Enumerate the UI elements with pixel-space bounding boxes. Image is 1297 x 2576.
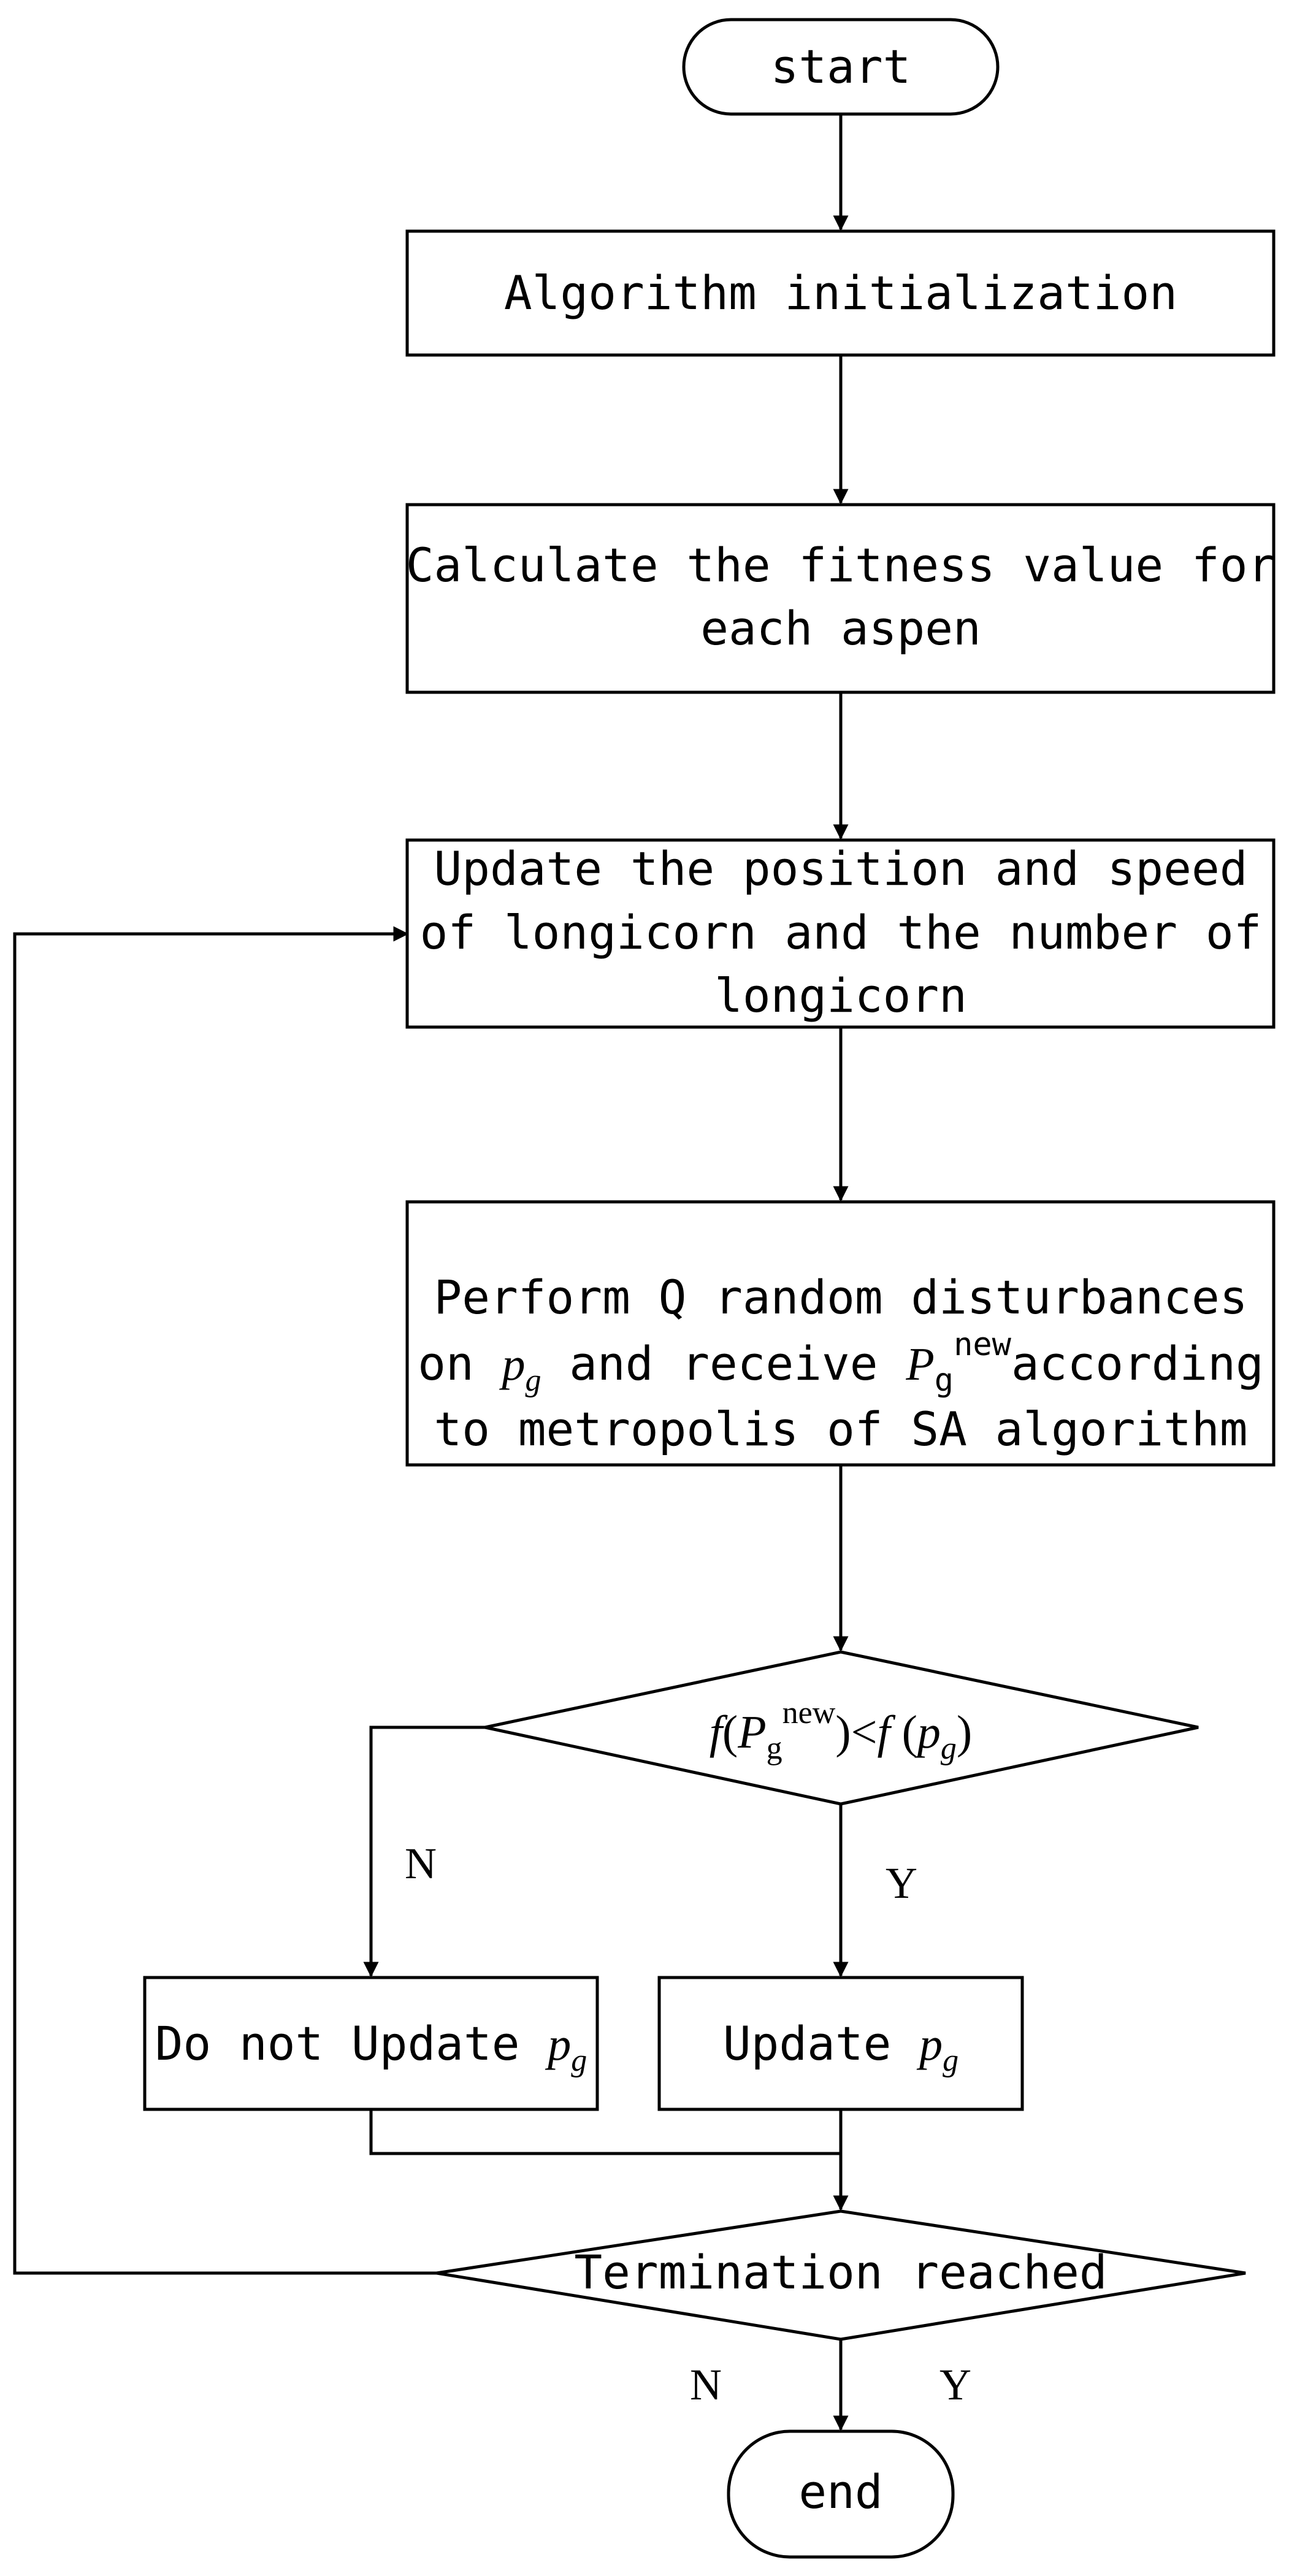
disturb-label-line3: to metropolis of SA algorithm (434, 1402, 1248, 1456)
update-pg-label: Update pg (723, 2016, 958, 2078)
update-position-label-line3: longicorn (714, 968, 967, 1023)
edge-termination-loop-back (13, 926, 437, 2275)
update-pg-process (657, 1976, 1024, 2111)
init-process (405, 229, 1276, 357)
decision-yes-label: Y (886, 1859, 917, 1908)
termination-label: Termination reached (574, 2245, 1107, 2299)
edge-decision-no (363, 1726, 485, 1978)
termination-decision (436, 2209, 1246, 2341)
update-position-label-line1: Update the position and speed (434, 841, 1248, 896)
end-terminal (727, 2429, 955, 2559)
no-update-label: Do not Update pg (155, 2016, 587, 2078)
disturb-label-line1: Perform Q random disturbances (434, 1270, 1248, 1324)
update-position-label-line2: of longicorn and the number of (420, 905, 1262, 960)
fitness-comparison-decision (484, 1650, 1199, 1806)
init-label: Algorithm initialization (504, 266, 1177, 320)
fitness-label-line2: each aspen (700, 601, 981, 655)
update-position-process (405, 838, 1276, 1029)
decision-no-label: N (405, 1839, 437, 1888)
start-terminal (682, 18, 1000, 116)
disturb-process (405, 1200, 1276, 1467)
no-update-process (143, 1976, 599, 2111)
end-label: end (798, 2464, 882, 2519)
fitness-process (405, 503, 1276, 694)
disturb-label-line2: on pg and receive Pgnewaccording (418, 1326, 1264, 1399)
fitness-comparison-label: f(Pgnew)<f (pg) (710, 1695, 972, 1766)
fitness-label-line1: Calculate the fitness value for (406, 538, 1276, 592)
termination-no-label: N (690, 2360, 722, 2409)
termination-yes-label: Y (939, 2360, 971, 2409)
start-label: start (771, 39, 911, 94)
edge-no-update-merge (369, 2109, 841, 2155)
